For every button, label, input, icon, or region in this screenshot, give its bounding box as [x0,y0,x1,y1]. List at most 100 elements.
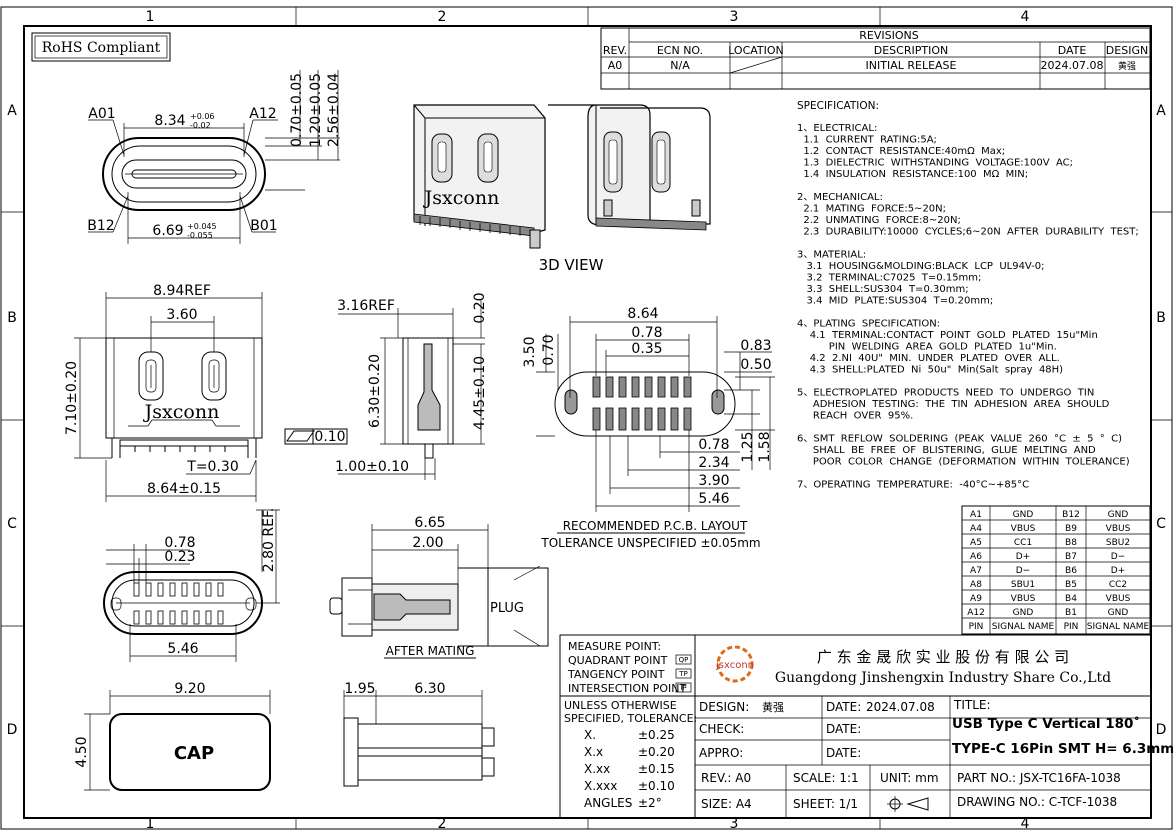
spec-line: 2.1 MATING FORCE:5~20N; [797,204,946,215]
rev-header-rev: REV. [603,44,627,57]
dim-1-00: 1.00±0.10 [335,459,409,475]
measure-intersection: INTERSECTION POINT [568,682,687,695]
pin-table-cell: A6 [970,552,982,562]
spec-line: 3.1 HOUSING&MOLDING:BLACK LCP UL94V-0; [797,261,1045,272]
pin-table-cell: A12 [967,608,985,618]
rev-header-design: DESIGN [1106,44,1148,57]
spec-line: 1.4 INSULATION RESISTANCE:100 MΩ MIN; [797,169,1028,180]
scale-label: SCALE: 1:1 [793,771,859,785]
sheet-label: SHEET: 1/1 [793,797,858,811]
dim-0-20: 0.20 [472,292,488,323]
pcb-dim-3-50: 3.50 [522,336,538,367]
spec-line: 4、PLATING SPECIFICATION: [797,319,940,330]
spec-line: SHALL BE FREE OF BLISTERING, GLUE MELTIN… [797,445,1096,456]
rev-row-description: INITIAL RELEASE [866,59,957,72]
spec-line: 2.2 UNMATING FORCE:8~20N; [797,215,961,226]
front-face-view [88,70,340,244]
zone-row-b-right: B [1156,310,1166,326]
pin-table-cell: A7 [970,566,982,576]
check-date-label: DATE: [826,722,861,736]
dim-3-60: 3.60 [166,307,197,323]
company-logo: jsxconn [715,660,754,671]
cap-views [84,690,495,791]
dim-6-30: 6.30±0.20 [367,354,383,428]
tolerance-class: X. [584,728,596,742]
rev-row-rev: A0 [608,59,623,72]
check-label: CHECK: [699,722,744,736]
pin-table-cell: D+ [1016,552,1030,562]
pin-table-cell: CC2 [1109,580,1127,590]
dim-3-16-ref: 3.16REF [337,298,395,314]
title-label: TITLE: [953,698,991,712]
pin-table-cell: SBU2 [1106,538,1130,548]
zone-col-4-bottom: 4 [1021,816,1030,831]
label-a12: A12 [249,106,276,122]
spec-line: 6、SMT REFLOW SOLDERING (PEAK VALUE 260 °… [797,434,1122,445]
rev-label: REV.: A0 [701,771,751,785]
dim-8-34-tol-up: +0.06 [190,112,215,121]
pcb-dim-0-83: 0.83 [740,338,771,354]
dim-8-34-tol-dn: -0.02 [190,121,211,130]
zone-col-2-bottom: 2 [438,816,447,831]
size-label: SIZE: A4 [701,797,752,811]
mate-dim-2-80-ref: 2.80 REF. [261,508,277,572]
part-number: PART NO.: JSX-TC16FA-1038 [957,771,1121,785]
zone-col-4: 4 [1021,9,1030,25]
spec-line: 4.1 TERMINAL:CONTACT POINT GOLD PLATED 1… [797,330,1098,341]
dim-6-69-tol-dn: -0.055 [187,231,213,240]
drawing-number: DRAWING NO.: C-TCF-1038 [957,795,1117,809]
unit-label: UNIT: mm [880,771,939,785]
tolerance-class: X.xxx [584,779,617,793]
spec-lines: 1、ELECTRICAL: 1.1 CURRENT RATING:5A; 1.2… [797,123,1139,491]
pin-table-cell: B1 [1065,608,1077,618]
cap-dim-1-95: 1.95 [344,681,375,697]
mating-face-view [103,509,280,662]
pin-table-cell: VBUS [1106,524,1131,534]
spec-line: 1、ELECTRICAL: [797,123,877,134]
tolerance-value: ±0.15 [638,762,675,776]
rev-header-ecn: ECN NO. [657,44,703,57]
pcb-dim-8-64: 8.64 [627,306,658,322]
pin-table-cell: GND [1013,608,1034,618]
rohs-box [31,32,171,62]
rohs-label: RoHS Compliant [42,40,161,56]
design-label: DESIGN: [699,700,749,714]
pcb-layout-title: RECOMMENDED P.C.B. LAYOUT [563,519,748,533]
pcb-dim-3-90: 3.90 [698,473,729,489]
spec-line: REACH OVER 95%. [797,411,913,422]
spec-line: ADHESION TESTING: THE TIN ADHESION AREA … [797,399,1110,410]
tolerance-value: ±0.20 [638,745,675,759]
appro-label: APPRO: [699,746,743,760]
tolerance-class: X.x [584,745,603,759]
title-line-2: TYPE-C 16Pin SMT H= 6.3mm [952,741,1173,757]
spec-line: POOR COLOR CHANGE (DEFORMATION WITHIN TO… [797,457,1130,468]
pin-table-cell: D− [1111,552,1125,562]
view-3d-label: 3D VIEW [539,256,604,274]
pcb-layout [536,316,775,534]
pcb-dim-1-25: 1.25 [740,431,756,462]
pin-table-cell: GND [1013,510,1034,520]
zone-col-1-bottom: 1 [146,816,155,831]
pcb-dim-1-58: 1.58 [757,431,773,462]
pin-table-cell: B8 [1065,538,1077,548]
zone-row-a-right: A [1156,103,1166,119]
zone-row-c-right: C [1156,516,1166,532]
dim-6-69: 6.69 [152,223,183,239]
spec-line: 3.3 SHELL:SUS304 T=0.30mm; [797,284,969,295]
measure-qp-symbol: QP [679,656,689,664]
zone-col-2: 2 [438,9,447,25]
rohs-inner-box [34,35,168,59]
zone-row-b: B [7,310,17,326]
pin-table-cell: SBU1 [1011,580,1035,590]
iso-brand-logo: Jsxconn [423,187,500,209]
pcb-tolerance: TOLERANCE UNSPECIFIED ±0.05mm [540,536,760,550]
tolerance-class: ANGLES [584,796,632,810]
spec-line: 1.2 CONTACT RESISTANCE:40mΩ Max; [797,146,1005,157]
date-label: DATE: [826,700,861,714]
dim-8-64-tol: 8.64±0.15 [147,481,221,497]
spec-line: 4.3 SHELL:PLATED Ni 50u" Min(Salt spray … [797,365,1063,376]
zone-row-d-right: D [1156,722,1167,738]
appro-date-label: DATE: [826,746,861,760]
zone-ticks [1,7,1172,829]
